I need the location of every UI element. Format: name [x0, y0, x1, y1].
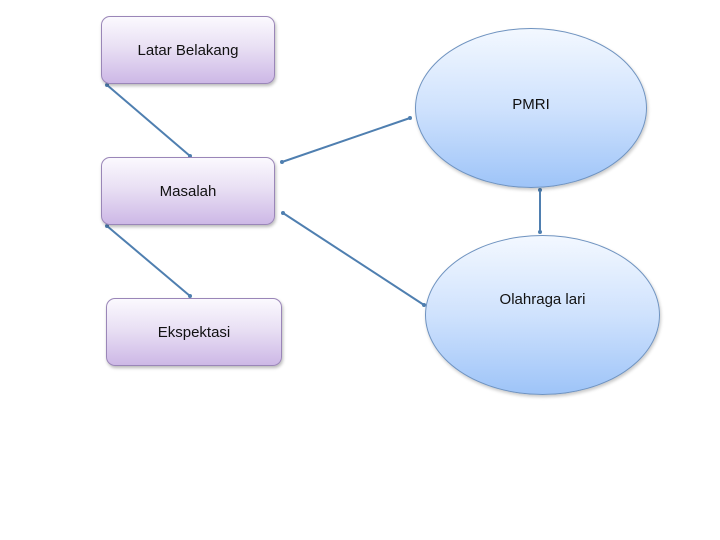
node-olahraga-lari-label: Olahraga lari: [499, 290, 586, 308]
connector-masalah-to-ekspektasi: [105, 224, 192, 298]
node-ekspektasi-label: Ekspektasi: [157, 323, 231, 341]
node-masalah: Masalah: [101, 157, 275, 225]
connector-olahraga-lari-to-masalah: [281, 211, 426, 307]
node-olahraga-lari: Olahraga lari: [425, 235, 660, 395]
node-latar-belakang-label: Latar Belakang: [137, 41, 239, 59]
node-masalah-label: Masalah: [159, 182, 217, 200]
node-pmri: PMRI: [415, 28, 647, 188]
connector-latar-belakang-to-masalah: [105, 83, 192, 158]
node-latar-belakang: Latar Belakang: [101, 16, 275, 84]
node-pmri-label: PMRI: [512, 95, 550, 113]
connector-pmri-to-masalah: [280, 116, 412, 164]
node-ekspektasi: Ekspektasi: [106, 298, 282, 366]
